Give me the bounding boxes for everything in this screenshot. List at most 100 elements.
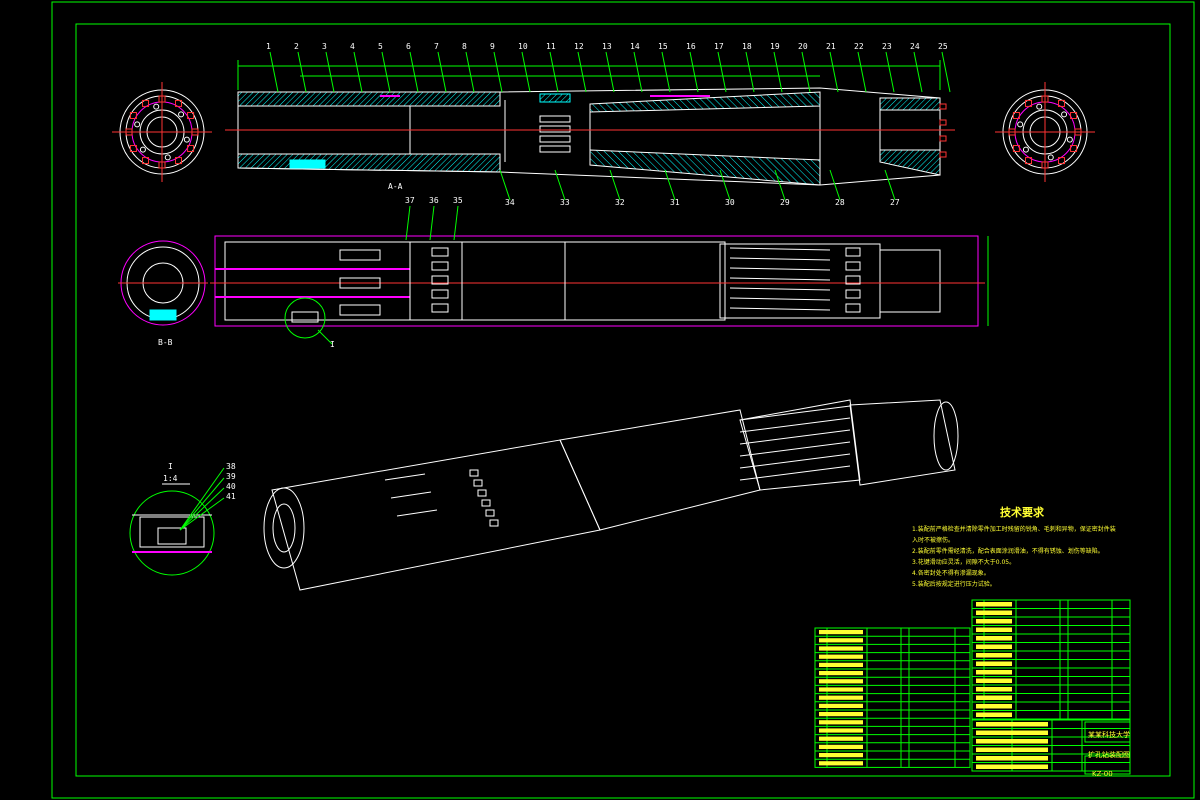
detail-housing — [139, 516, 205, 548]
isometric-view — [263, 399, 959, 591]
housing-outline — [214, 235, 979, 327]
table-cell-text — [976, 756, 1048, 761]
balloon-number: 5 — [378, 42, 383, 51]
balloon-number: 17 — [714, 42, 724, 51]
balloon-number: 33 — [560, 198, 570, 207]
cone-rib — [729, 287, 831, 291]
iso-rib — [739, 429, 851, 445]
balloon-leader-mid — [429, 205, 435, 241]
iso-front-bore — [272, 503, 296, 553]
outer-border — [51, 1, 1195, 799]
drawing-frame — [51, 1, 1195, 799]
end-view-slot — [142, 157, 149, 165]
end-view-slot — [175, 99, 182, 107]
mandrel-outline — [224, 241, 726, 321]
balloon-leader-top — [829, 51, 839, 93]
balloon-number: 9 — [490, 42, 495, 51]
balloon-leader-top — [353, 51, 363, 93]
iso-rib — [739, 417, 851, 433]
title-block: 某某科技大学 扩孔钻装配图 KZ-00 — [1088, 730, 1134, 788]
balloon-leader-top — [913, 51, 923, 93]
end-view-slot — [1025, 157, 1032, 165]
balloon-number: 4 — [350, 42, 355, 51]
balloon-leader-mid — [405, 205, 411, 241]
balloon-leader-top — [269, 51, 279, 93]
seal-ring-top — [539, 93, 571, 103]
iso-cutter — [469, 469, 479, 477]
end-view-bolt-hole — [1047, 154, 1054, 161]
iso-cone — [739, 399, 861, 491]
drawing-name: 扩孔钻装配图 — [1088, 751, 1130, 759]
cutter-block-left — [431, 247, 449, 257]
end-view-bolt-hole — [1022, 146, 1029, 153]
table-cell-text — [819, 679, 863, 684]
detail-key — [157, 527, 187, 545]
end-view-slot — [129, 145, 137, 152]
end-view-bolt-hole — [1061, 111, 1068, 118]
table-cell-text — [976, 722, 1048, 727]
end-view-bolt-hole — [1017, 121, 1024, 128]
cone-rib — [729, 277, 831, 281]
iso-rib — [739, 453, 851, 469]
table-cell-text — [976, 747, 1048, 752]
cutter-block-left — [431, 261, 449, 271]
cutter-block-right — [845, 303, 861, 313]
balloon-leader-top — [465, 51, 475, 93]
table-cell-text — [976, 739, 1048, 744]
table-cell-text — [819, 671, 863, 676]
drawing-number: KZ-00 — [1092, 770, 1113, 778]
table-cell-text — [819, 662, 863, 667]
shell-hatch-bottom-left — [237, 153, 501, 173]
detail-circle — [129, 490, 215, 576]
balloon-leader-top — [409, 51, 419, 93]
end-view-slot — [175, 157, 182, 165]
balloon-leader-top — [941, 51, 951, 93]
iso-back-face — [933, 401, 959, 471]
balloon-leader-bottom — [774, 169, 786, 201]
balloon-leader-top — [437, 51, 447, 93]
detail-callout-key — [291, 311, 319, 323]
balloon-number: 40 — [226, 482, 236, 491]
balloon-leader-top — [325, 51, 335, 93]
parts-table-left — [814, 627, 971, 768]
tech-requirement-item: 5.装配后按规定进行压力试验。 — [912, 581, 996, 588]
detail-leader — [179, 467, 225, 531]
balloon-leader-top — [661, 51, 671, 93]
balloon-number: 8 — [462, 42, 467, 51]
iso-front-face — [263, 487, 305, 569]
outline-view-middle — [118, 205, 989, 345]
table-cell-text — [819, 744, 863, 749]
table-cell-text — [819, 720, 863, 725]
end-view-slot — [1025, 99, 1032, 107]
balloon-number: 39 — [226, 472, 236, 481]
balloon-number: 10 — [518, 42, 528, 51]
balloon-leader-top — [885, 51, 895, 93]
balloon-number: 36 — [429, 196, 439, 205]
section-view-top — [112, 51, 1095, 201]
iso-cutter — [481, 499, 491, 507]
table-cell-text — [976, 627, 1012, 632]
tech-requirement-item: 2.装配前零件需经清洗，配合表面涂润滑油，不得有锈蚀、划伤等缺陷。 — [912, 548, 1104, 555]
table-cell-text — [819, 761, 863, 766]
cutter-block-right — [845, 275, 861, 285]
cutter-block-left — [431, 289, 449, 299]
cone-hatch-bottom — [589, 149, 821, 186]
balloon-number: 23 — [882, 42, 892, 51]
title-block-grid — [971, 719, 1131, 772]
cone-outline — [719, 243, 881, 319]
table-cell-text — [976, 636, 1012, 641]
table-cell-text — [819, 654, 863, 659]
balloon-leader-bottom — [499, 169, 511, 201]
seal-block — [289, 159, 326, 169]
balloon-number: 30 — [725, 198, 735, 207]
table-cell-text — [976, 695, 1012, 700]
balloon-number: 21 — [826, 42, 836, 51]
detail-callout-label: I — [330, 340, 335, 349]
table-cell-text — [819, 646, 863, 651]
balloon-number: 32 — [615, 198, 625, 207]
window-slot — [339, 249, 381, 261]
balloon-number: 7 — [434, 42, 439, 51]
detail-leader — [179, 497, 225, 531]
technical-requirements: 技术要求 1.装配前严格检查并清除零件加工时残留的锐角、毛刺和异物，保证密封件装… — [912, 504, 1132, 590]
end-cap-outline — [879, 249, 941, 313]
